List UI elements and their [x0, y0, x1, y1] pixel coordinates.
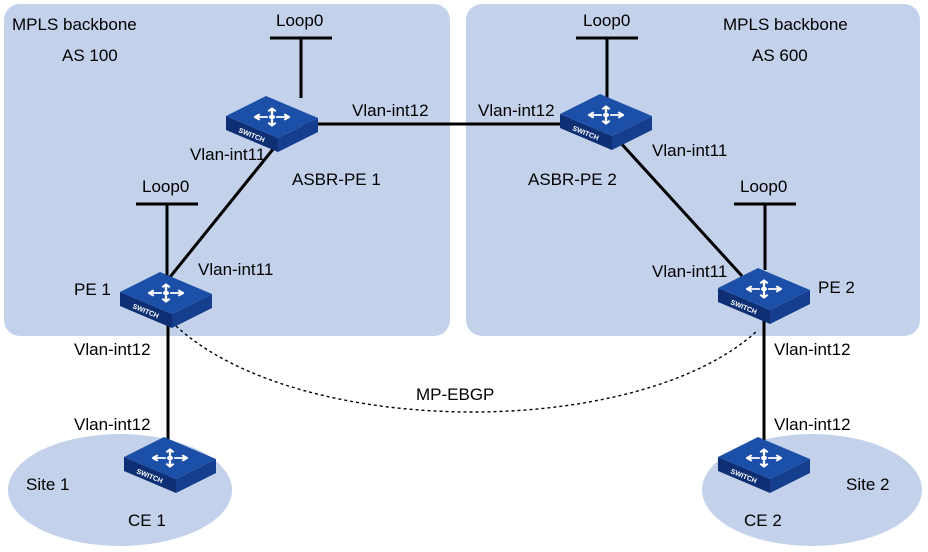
asbr-pe1-if-vlan11: Vlan-int11: [190, 145, 265, 164]
asbr-pe2-if-vlan11: Vlan-int11: [652, 141, 727, 160]
pe2-if-vlan11: Vlan-int11: [652, 262, 727, 281]
as600-region: [466, 4, 920, 336]
ce1-switch-icon: SWITCH: [124, 437, 216, 493]
asbr-pe1-name: ASBR-PE 1: [292, 170, 381, 189]
as100-label: AS 100: [62, 46, 118, 65]
pe2-name: PE 2: [818, 278, 855, 297]
asbr-pe2-switch-icon: SWITCH: [560, 94, 652, 150]
ce2-name: CE 2: [744, 511, 782, 530]
loopback-pe1: [136, 202, 198, 276]
loop0-pe2-label: Loop0: [740, 177, 787, 196]
loopback-asbr-pe1: [270, 36, 332, 98]
as600-label: AS 600: [752, 46, 808, 65]
asbr-pe2-name: ASBR-PE 2: [528, 170, 617, 189]
loop0-asbr-pe2-label: Loop0: [583, 11, 630, 30]
ce2-if-vlan12: Vlan-int12: [774, 415, 851, 434]
loop0-pe1-label: Loop0: [142, 177, 189, 196]
loopback-pe2: [734, 202, 796, 270]
as600-title: MPLS backbone: [723, 15, 848, 34]
ce1-name: CE 1: [128, 511, 166, 530]
loop0-asbr-pe1-label: Loop0: [276, 11, 323, 30]
pe2-if-vlan12: Vlan-int12: [774, 340, 851, 359]
link-asbr-pe1-pe1: [164, 147, 276, 283]
asbr-pe1-if-vlan12: Vlan-int12: [352, 101, 429, 120]
asbr-pe2-if-vlan12: Vlan-int12: [478, 101, 555, 120]
asbr-pe1-switch-icon: SWITCH: [226, 96, 318, 152]
loopback-asbr-pe2: [576, 36, 638, 98]
pe1-if-vlan11: Vlan-int11: [198, 260, 273, 279]
ce2-switch-icon: SWITCH: [718, 437, 810, 493]
as100-region: [4, 4, 450, 336]
ce1-if-vlan12: Vlan-int12: [74, 415, 151, 434]
site2-label: Site 2: [846, 475, 889, 494]
site1-label: Site 1: [26, 475, 69, 494]
mp-ebgp-label: MP-EBGP: [416, 385, 494, 404]
link-asbr-pe2-pe2: [616, 138, 744, 278]
pe1-if-vlan12: Vlan-int12: [74, 340, 151, 359]
pe1-switch-icon: SWITCH: [120, 272, 212, 328]
as100-title: MPLS backbone: [12, 15, 137, 34]
pe1-name: PE 1: [74, 280, 111, 299]
